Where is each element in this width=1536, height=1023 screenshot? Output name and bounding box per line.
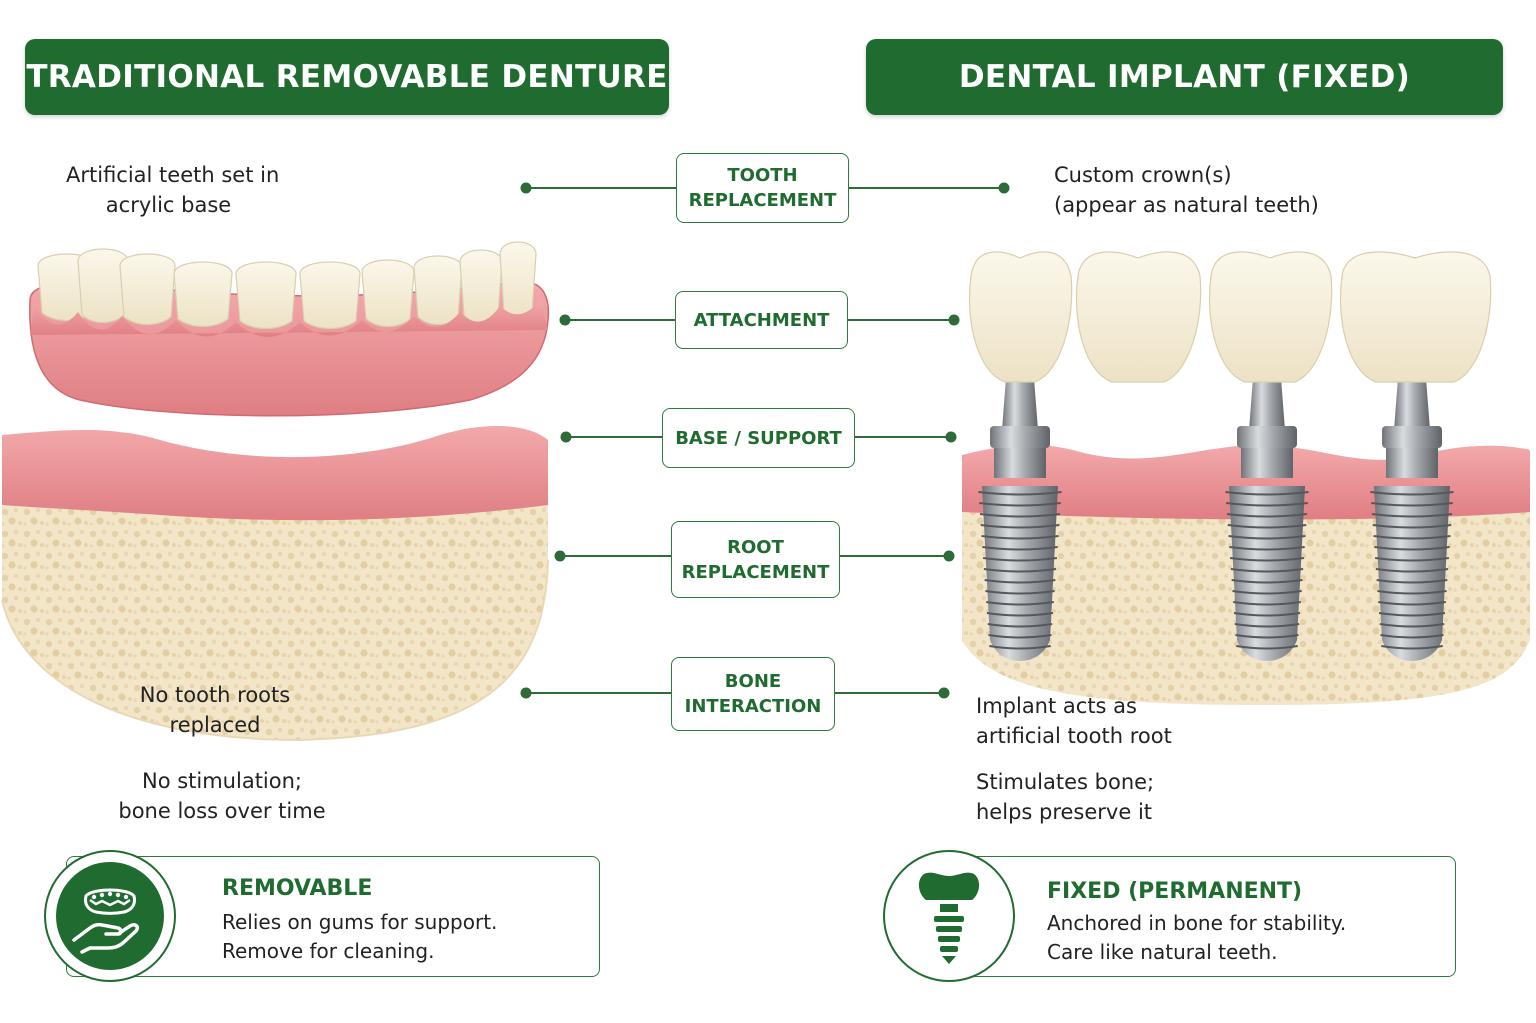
denture-tooth: [299, 261, 361, 330]
denture-tooth: [173, 261, 233, 328]
category-root-replacement: ROOT REPLACEMENT: [671, 521, 840, 598]
denture-gum-scallop: [30, 300, 548, 337]
implant-crown: [1208, 251, 1333, 383]
denture-tooth: [77, 248, 129, 324]
annotation-implant-root: Implant acts as artificial tooth root: [976, 694, 1172, 748]
left-gum-and-bone: [1, 425, 549, 742]
implant-crown: [968, 251, 1073, 383]
denture-tooth: [499, 241, 537, 322]
connector-dot: [560, 431, 572, 443]
category-base-support: BASE / SUPPORT: [662, 408, 855, 468]
category-attachment: ATTACHMENT: [675, 291, 848, 349]
connector-dot: [520, 182, 532, 194]
fixed-description: Anchored in bone for stability. Care lik…: [1047, 911, 1347, 964]
implant-crown: [1075, 251, 1202, 383]
connector-dot: [945, 431, 957, 443]
annotation-custom-crowns: Custom crown(s) (appear as natural teeth…: [1054, 163, 1319, 217]
implant-header: DENTAL IMPLANT (FIXED): [866, 39, 1503, 115]
implant-post: [1370, 378, 1454, 661]
connector-dot: [998, 182, 1010, 194]
implant-illustration: [962, 251, 1530, 705]
connector-dot: [520, 687, 532, 699]
implant-crown: [1339, 251, 1492, 383]
annotation-no-roots: No tooth roots replaced: [139, 683, 291, 737]
removable-title: REMOVABLE: [222, 876, 373, 901]
implant-post: [1225, 378, 1309, 661]
connector-dot: [554, 550, 566, 562]
category-bone-interaction: BONE INTERACTION: [671, 657, 835, 731]
connector-dot: [943, 550, 955, 562]
denture-tooth: [413, 255, 463, 326]
connector-dot: [559, 314, 571, 326]
denture-tooth: [235, 261, 297, 330]
denture-in-hand-icon: [72, 888, 140, 954]
denture-tooth: [119, 253, 176, 326]
fixed-badge: [883, 850, 1015, 982]
category-tooth-replacement: TOOTH REPLACEMENT: [676, 153, 849, 223]
denture-illustration: [29, 241, 550, 417]
connector-dot: [938, 687, 950, 699]
removable-description: Relies on gums for support. Remove for c…: [222, 910, 498, 963]
annotation-stimulates-bone: Stimulates bone; helps preserve it: [976, 770, 1155, 824]
removable-badge: [44, 850, 176, 982]
tooth-implant-icon: [918, 872, 980, 964]
denture-tooth: [459, 249, 503, 324]
connector-dot: [948, 314, 960, 326]
annotation-artificial-teeth: Artificial teeth set in acrylic base: [66, 163, 280, 217]
fixed-title: FIXED (PERMANENT): [1047, 879, 1303, 904]
denture-tooth: [361, 259, 415, 328]
denture-header: TRADITIONAL REMOVABLE DENTURE: [25, 39, 669, 115]
implant-post: [978, 378, 1062, 661]
annotation-bone-loss: No stimulation; bone loss over time: [118, 769, 326, 823]
